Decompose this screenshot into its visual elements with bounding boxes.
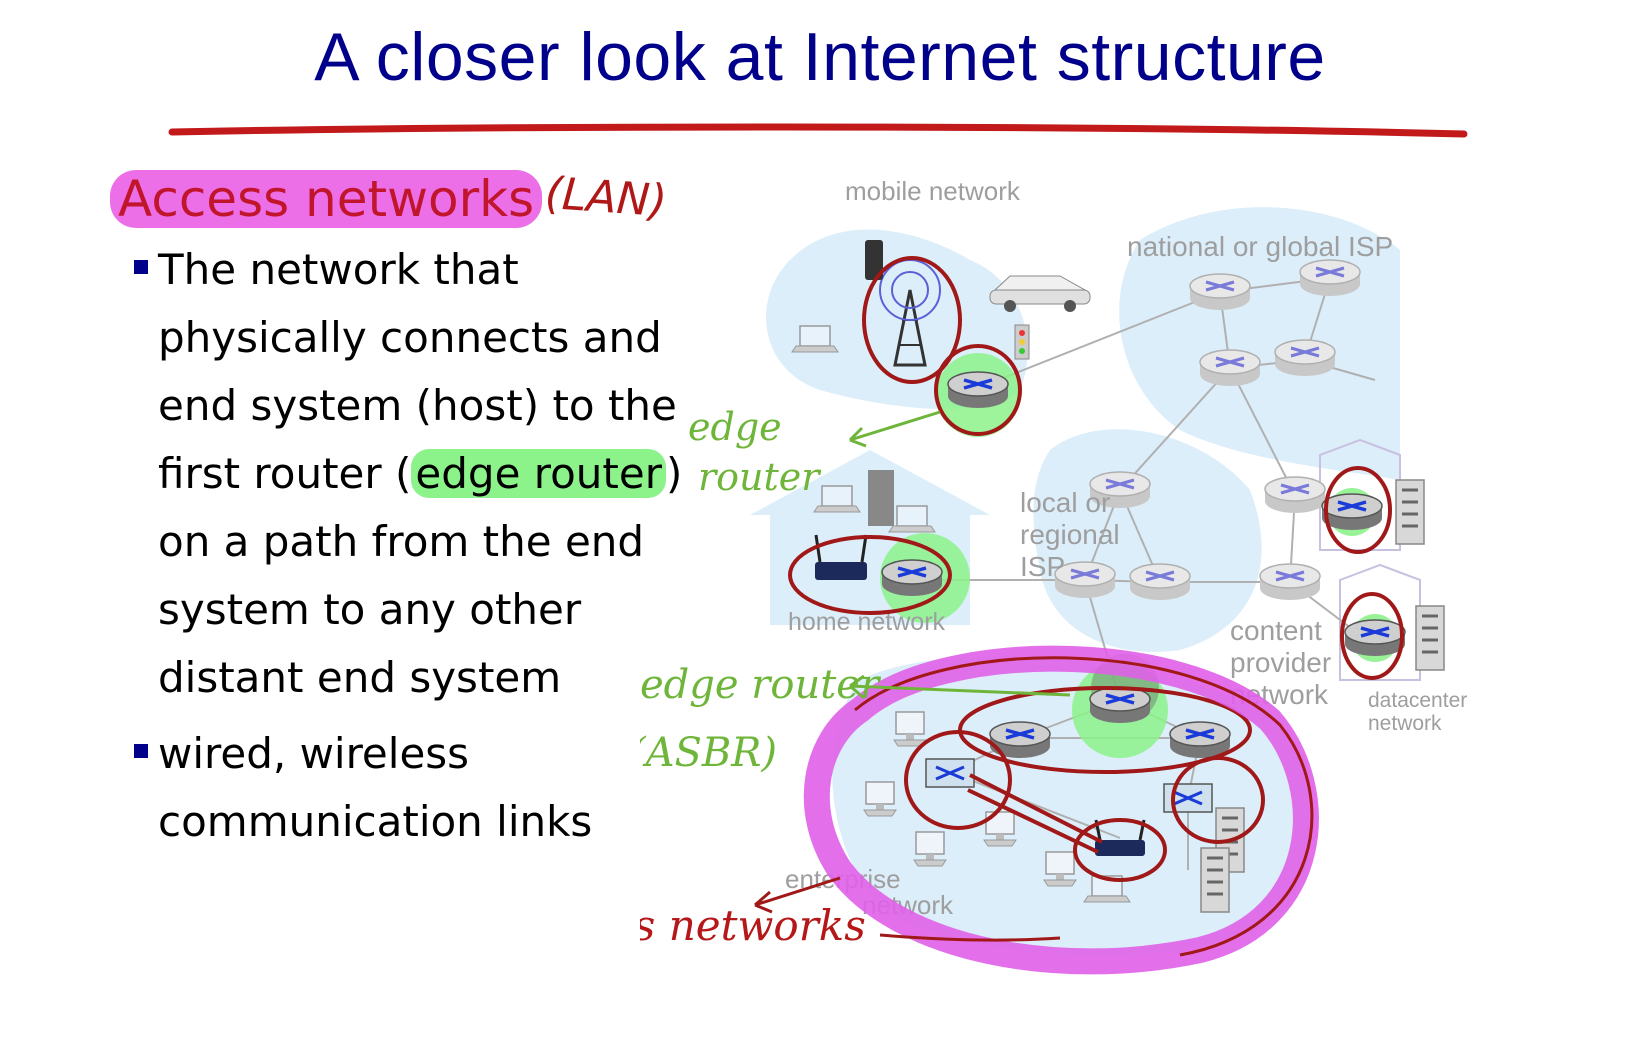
red-arrow-icon bbox=[754, 876, 841, 914]
router-icon bbox=[1258, 562, 1322, 602]
slide-title: A closer look at Internet structure bbox=[314, 19, 1326, 95]
refrigerator-icon bbox=[868, 470, 894, 526]
router-icon bbox=[1343, 618, 1407, 658]
router-icon bbox=[1198, 348, 1262, 388]
edge-router-annotation-line1: edge bbox=[688, 405, 782, 449]
edge-router-annotation-line2: router bbox=[698, 455, 822, 499]
bullet-text: wired, wireless communication links bbox=[158, 729, 593, 846]
handdrawn-red-circles bbox=[788, 256, 1404, 882]
router-icon bbox=[1128, 562, 1192, 602]
router-icon bbox=[946, 370, 1010, 410]
heading-highlight: Access networks bbox=[110, 170, 543, 228]
router-icon bbox=[1088, 685, 1152, 725]
square-bullet-icon bbox=[134, 260, 148, 274]
bullet-item: The network that physically connects and… bbox=[128, 236, 708, 712]
router-icon bbox=[880, 558, 944, 598]
router-icon bbox=[1188, 272, 1252, 312]
global-isp-label: national or global ISP bbox=[1127, 231, 1393, 262]
bullet-text-before: The network that physically connects and… bbox=[158, 245, 677, 498]
car-icon bbox=[989, 275, 1091, 312]
local-isp-label-line2: regional bbox=[1020, 519, 1120, 550]
desktop-pc-icon bbox=[863, 781, 897, 817]
traffic-light-icon bbox=[1014, 324, 1030, 360]
cell-tower-icon bbox=[879, 259, 941, 367]
handdrawn-red-ring bbox=[854, 656, 1314, 957]
router-icon bbox=[1320, 492, 1384, 532]
green-arrow-icon bbox=[848, 410, 941, 448]
server-rack-icon bbox=[1394, 478, 1426, 546]
title-underline bbox=[168, 123, 1468, 138]
bullet-list: The network that physically connects and… bbox=[128, 236, 708, 864]
bullet-text-after: ) on a path from the end system to any o… bbox=[158, 449, 683, 702]
desktop-pc-icon bbox=[913, 831, 947, 867]
router-icon bbox=[1168, 720, 1232, 760]
server-rack-icon bbox=[1199, 846, 1231, 914]
section-heading: Access networks bbox=[110, 170, 543, 228]
datacenter-label-line1: datacenter bbox=[1368, 689, 1467, 712]
wifi-router-icon bbox=[814, 534, 868, 580]
green-arrow-icon bbox=[849, 674, 1071, 700]
edge-router-highlight: edge router bbox=[411, 449, 666, 498]
bullet-item: wired, wireless communication links bbox=[128, 720, 708, 856]
mobile-network-label: mobile network bbox=[845, 176, 1021, 206]
internet-structure-diagram: mobile network national or global ISP lo… bbox=[640, 176, 1467, 975]
access-networks-annotation: Access networks bbox=[640, 901, 866, 950]
server-rack-icon bbox=[1414, 604, 1446, 672]
router-icon bbox=[1298, 258, 1362, 298]
content-provider-label-line1: content bbox=[1230, 615, 1322, 646]
desktop-pc-icon bbox=[893, 711, 927, 747]
switch-icon bbox=[924, 757, 976, 789]
phone-icon bbox=[865, 240, 883, 280]
asbr-annotation: (ASBR) bbox=[640, 730, 777, 776]
square-bullet-icon bbox=[134, 744, 148, 758]
desktop-pc-icon bbox=[1043, 851, 1077, 887]
local-isp-label-line3: ISP bbox=[1020, 551, 1065, 582]
router-icon bbox=[1263, 475, 1327, 515]
datacenter-label-line2: network bbox=[1368, 712, 1442, 735]
edge-router-annotation-2: edge router bbox=[640, 662, 882, 708]
content-provider-label-line2: provider bbox=[1230, 647, 1331, 678]
local-isp-label-line1: local or bbox=[1020, 487, 1110, 518]
router-icon bbox=[1273, 338, 1337, 378]
red-underline-stroke bbox=[879, 933, 1061, 942]
